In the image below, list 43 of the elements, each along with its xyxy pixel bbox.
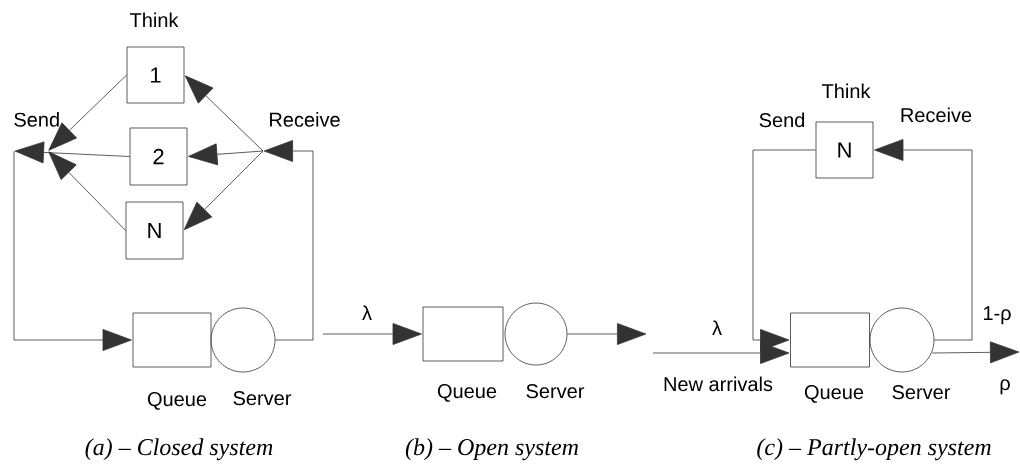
server-circle bbox=[504, 302, 568, 366]
queue-box bbox=[422, 306, 504, 362]
arrow bbox=[874, 139, 973, 341]
component-label: Server bbox=[233, 391, 292, 406]
component-label: Queue bbox=[437, 384, 497, 402]
arrow bbox=[567, 323, 647, 345]
annotation: Think bbox=[130, 12, 179, 27]
edge-label: λ bbox=[711, 319, 723, 336]
arrow bbox=[48, 151, 126, 231]
queue-box bbox=[790, 312, 870, 368]
arrow bbox=[263, 140, 314, 341]
station-box: N bbox=[815, 121, 874, 179]
arrow bbox=[322, 323, 422, 345]
server-circle bbox=[210, 307, 276, 373]
annotation: Receive bbox=[901, 107, 972, 123]
arrow bbox=[48, 74, 127, 151]
arrow bbox=[14, 141, 130, 164]
component-label: Server bbox=[892, 385, 951, 400]
component-label: Server bbox=[526, 384, 585, 399]
arrow bbox=[13, 150, 132, 351]
station-box: N bbox=[125, 201, 184, 260]
queue-box bbox=[132, 312, 212, 368]
annotation: New arrivals bbox=[664, 376, 773, 392]
edge-label: 1-ρ bbox=[981, 305, 1013, 326]
annotation: Think bbox=[822, 83, 871, 98]
annotation: Send bbox=[759, 112, 805, 128]
junction-label: Send bbox=[14, 112, 59, 127]
caption: (b) – Open system bbox=[405, 438, 578, 461]
caption: (a) – Closed system bbox=[85, 438, 273, 461]
server-circle bbox=[869, 307, 935, 373]
arrow bbox=[184, 75, 264, 152]
edge-label: ρ bbox=[998, 378, 1012, 396]
arrow bbox=[183, 150, 264, 231]
caption: (c) – Partly-open system bbox=[757, 438, 991, 461]
component-label: Queue bbox=[147, 392, 207, 410]
edge-label: λ bbox=[361, 304, 373, 321]
component-label: Queue bbox=[804, 385, 864, 403]
station-box: 1 bbox=[126, 46, 185, 104]
arrow bbox=[188, 143, 264, 166]
junction-label: Receive bbox=[270, 112, 340, 127]
arrow bbox=[932, 341, 1020, 364]
arrow bbox=[752, 149, 816, 351]
station-box: 2 bbox=[129, 127, 188, 186]
